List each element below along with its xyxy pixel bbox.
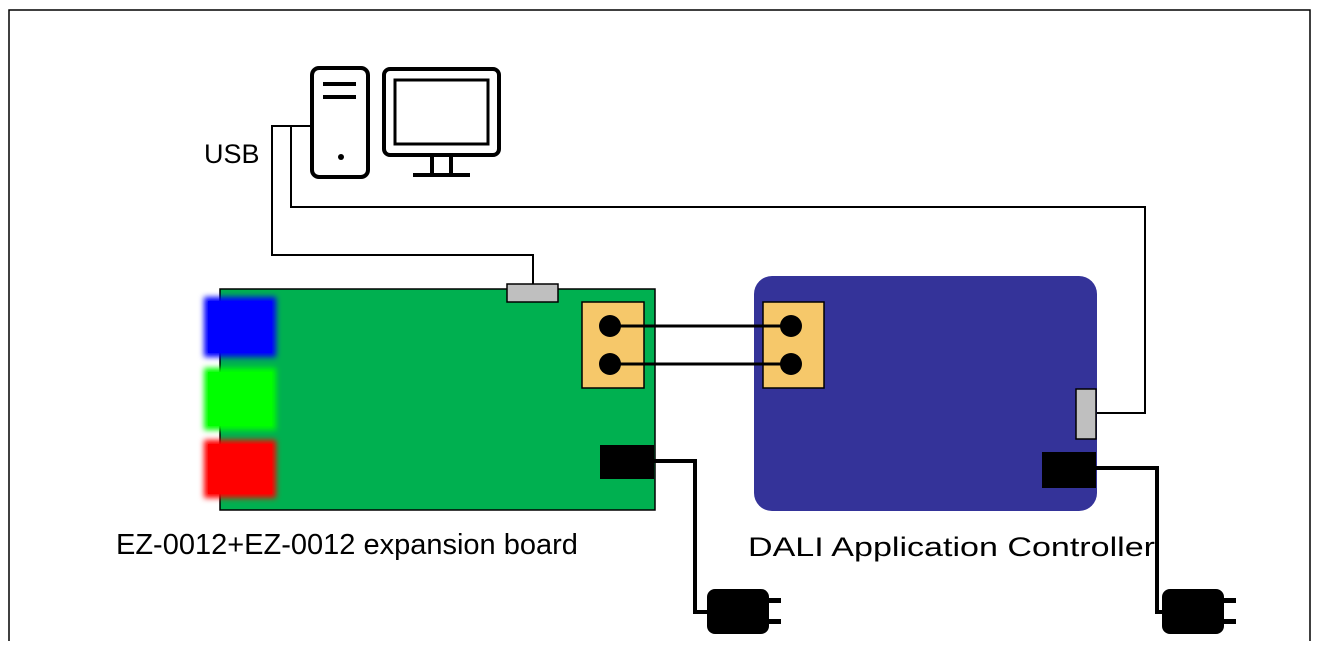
usb-cable-left: [271, 125, 534, 284]
led-blue: [204, 297, 276, 357]
left-terminal-block: [581, 301, 645, 389]
left-board-label: EZ-0012+EZ-0012 expansion board: [116, 529, 578, 561]
power-plug-icon: [707, 589, 781, 634]
right-board-label: DALI Application Controller: [748, 532, 1155, 562]
left-power-jack: [600, 445, 654, 479]
right-power-cable: [1096, 466, 1165, 614]
usb-cable-right: [290, 125, 1146, 414]
right-terminal-block: [762, 301, 825, 389]
left-power-cable: [654, 459, 710, 614]
led-red: [204, 440, 276, 498]
power-plug-icon: [1162, 589, 1236, 634]
left-usb-connector: [506, 283, 559, 303]
desktop-tower-icon: [310, 66, 370, 179]
usb-label: USB: [204, 139, 260, 169]
diagram-frame: [8, 9, 1311, 646]
right-board: [754, 276, 1097, 511]
right-usb-connector: [1075, 388, 1097, 440]
monitor-icon: [382, 67, 501, 177]
right-power-jack: [1042, 452, 1096, 488]
led-green: [204, 368, 276, 430]
